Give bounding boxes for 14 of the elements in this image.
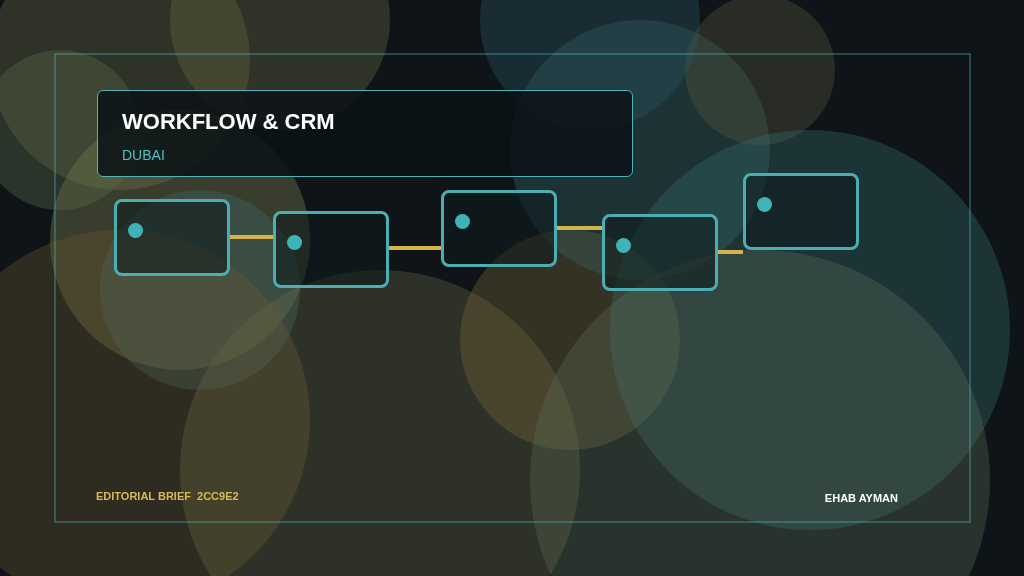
author-name: EHAB AYMAN	[824, 492, 898, 504]
title: WORKFLOW & CRM	[122, 109, 336, 135]
connector-line	[389, 246, 441, 250]
step-card	[114, 199, 230, 276]
connector-line	[230, 235, 273, 239]
subtitle: DUBAI	[122, 147, 166, 163]
footer-note: EDITORIAL BRIEF 2CC9E2	[96, 490, 239, 502]
step-card	[273, 211, 389, 288]
connector-line	[718, 250, 743, 254]
step-card	[441, 190, 557, 267]
step-card	[602, 214, 718, 291]
step-card	[743, 173, 859, 250]
connector-line	[557, 226, 602, 230]
title-panel	[97, 90, 633, 177]
